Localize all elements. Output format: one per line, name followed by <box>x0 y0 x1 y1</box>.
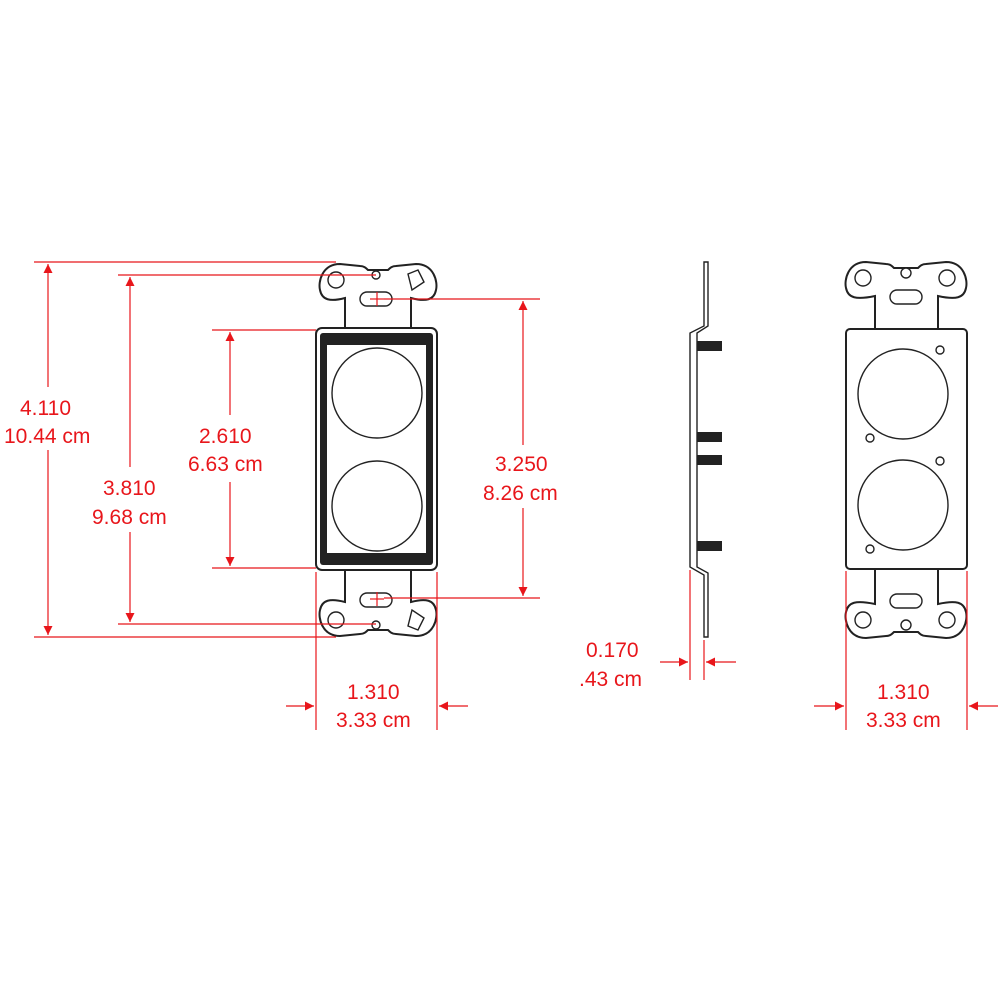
overall-height-in: 4.110 <box>20 397 71 420</box>
rdl-logo: RDL <box>356 335 379 347</box>
rear-mounting-slot <box>889 289 923 305</box>
mount-hole <box>327 611 345 629</box>
mount-hole <box>407 608 425 631</box>
slot-spacing-cm: 8.26 cm <box>483 482 558 505</box>
connector-pin <box>697 455 722 465</box>
thickness-cm: .43 cm <box>579 668 642 691</box>
panel-height-cm: 6.63 cm <box>188 453 263 476</box>
overall-height-cm: 10.44 cm <box>4 425 90 448</box>
mount-hole <box>327 271 345 289</box>
rear-view <box>844 260 968 640</box>
rear-connector-cutout-bottom <box>857 459 949 551</box>
front-view: RDL <box>315 262 438 638</box>
rear-mounting-slot <box>889 593 923 609</box>
thickness-in: 0.170 <box>586 639 639 662</box>
rear-width-in: 1.310 <box>877 681 930 704</box>
mount-spacing-in: 3.810 <box>103 477 156 500</box>
connector-pin <box>697 541 722 551</box>
rear-dimensions: 1.310 3.33 cm <box>814 571 998 732</box>
panel-height-in: 2.610 <box>199 425 252 448</box>
front-width-cm: 3.33 cm <box>336 709 411 732</box>
slot-spacing-in: 3.250 <box>495 453 548 476</box>
rear-connector-cutout-top <box>857 348 949 440</box>
mount-hole <box>407 269 425 292</box>
screw-hole <box>371 620 381 630</box>
rear-width-cm: 3.33 cm <box>866 709 941 732</box>
side-dimensions: 0.170 .43 cm <box>579 570 736 691</box>
front-width-in: 1.310 <box>347 681 400 704</box>
connector-cutout-top <box>331 347 423 439</box>
connector-pin <box>697 341 722 351</box>
side-view <box>689 261 722 638</box>
side-profile <box>689 261 709 638</box>
connector-pin <box>697 432 722 442</box>
mounting-slot <box>359 592 393 608</box>
connector-cutout-bottom <box>331 460 423 552</box>
front-dimensions: 4.110 10.44 cm 3.810 9.68 cm 2.610 6.63 … <box>4 261 558 732</box>
mount-spacing-cm: 9.68 cm <box>92 506 167 529</box>
